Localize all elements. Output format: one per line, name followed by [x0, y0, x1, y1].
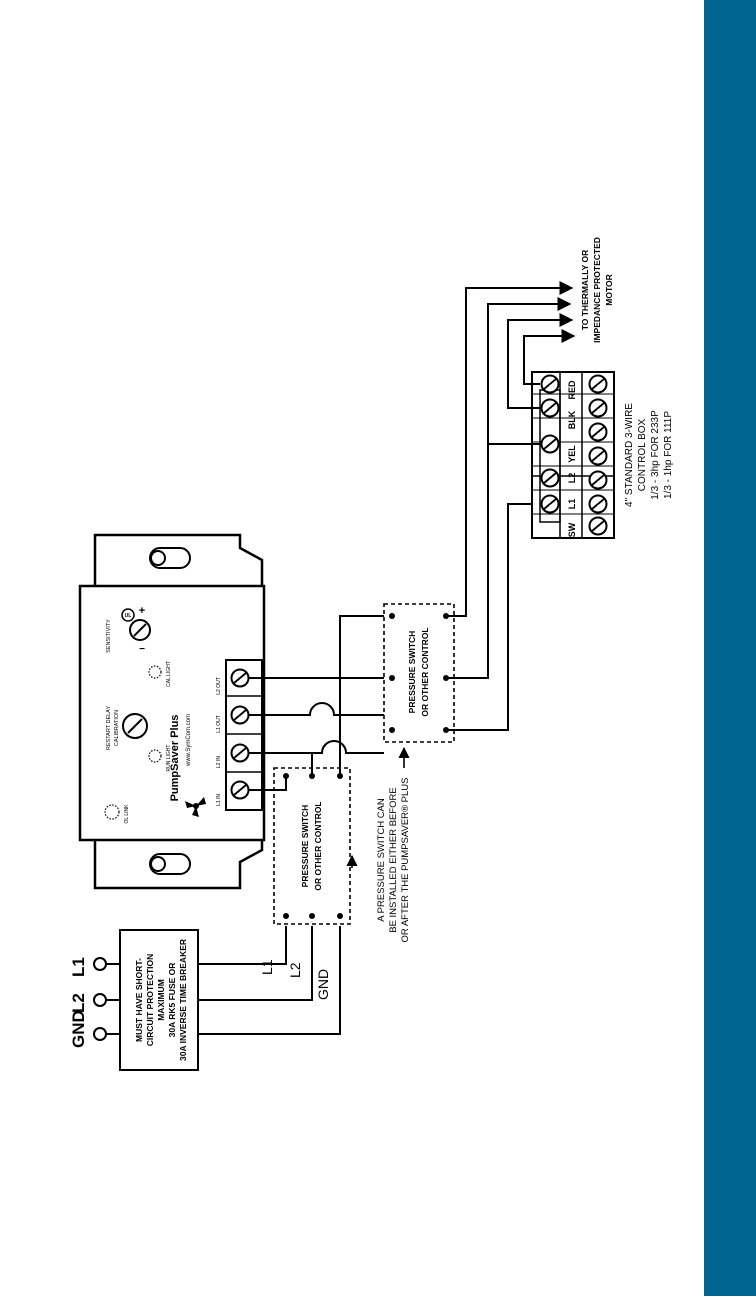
control-box-caption: 4" STANDARD 3-WIRE — [624, 403, 635, 507]
run-light-led — [148, 749, 162, 763]
motor-line: IMPEDANCE PROTECTED — [592, 237, 602, 343]
svg-text:UL: UL — [125, 613, 132, 619]
breaker-text-line: 30A RK5 FUSE OR — [167, 963, 177, 1038]
gnd-wire — [339, 615, 384, 776]
cal-light-led — [148, 665, 162, 679]
unit-web: www.SymCom.com — [186, 714, 192, 767]
plus-symbol: + — [139, 605, 145, 617]
switch-one-line: OR OTHER CONTROL — [313, 801, 323, 890]
wire-label-l2: L2 — [287, 962, 303, 978]
motor-label: TO THERMALLY OR IMPEDANCE PROTECTED MOTO… — [580, 237, 614, 343]
switch-two-line: OR OTHER CONTROL — [420, 627, 430, 716]
pumpsaver-unit: L1 IN L2 IN L1 OUT L2 OUT OL LINK RUN LI… — [78, 533, 266, 890]
supply-terminal-label: GND — [69, 1010, 88, 1048]
breaker-box: MUST HAVE SHORT- CIRCUIT PROTECTION MAXI… — [119, 929, 199, 1071]
side-stripe — [704, 0, 756, 1296]
motor-leads — [487, 281, 576, 445]
unit-brand: PumpSaver Plus — [169, 715, 181, 802]
supply-terminal-label: L2 — [69, 993, 88, 1013]
unit-small-label: SENSITIVITY — [106, 619, 112, 653]
wire-label-l1: L1 — [259, 959, 275, 975]
supply-terminal-label: L1 — [69, 957, 88, 977]
installation-note: A PRESSURE SWITCH CAN BE INSTALLED EITHE… — [346, 746, 411, 943]
breaker-text-line: MUST HAVE SHORT- — [134, 958, 144, 1042]
switch-one-line: PRESSURE SWITCH — [300, 805, 310, 888]
control-box-terminal: BLK — [567, 410, 577, 429]
unit-small-label: CALIBRATION — [114, 710, 120, 746]
note-line: A PRESSURE SWITCH CAN — [376, 798, 387, 922]
unit-terminal-label: L1 IN — [216, 794, 222, 806]
pressure-switch-two: PRESSURE SWITCH OR OTHER CONTROL — [383, 603, 455, 743]
note-line: OR AFTER THE PUMPSAVER® PLUS — [400, 777, 411, 942]
minus-symbol: − — [139, 644, 145, 655]
unit-terminal-label: L1 OUT — [216, 715, 222, 733]
breaker-text-line: 30A INVERSE TIME BREAKER — [178, 939, 188, 1061]
switch-two-line: PRESSURE SWITCH — [407, 631, 417, 714]
control-box: SW L1 L2 YEL BLK RED 4" STANDARD 3-WIRE … — [531, 371, 674, 539]
ul-mark-icon — [121, 608, 135, 622]
breaker-text-line: CIRCUIT PROTECTION — [145, 954, 155, 1047]
unit-small-label: OL LINK — [124, 804, 130, 824]
control-box-caption: 1/3 - 3hp FOR 233P — [650, 410, 661, 500]
unit-terminal-label: L2 IN — [216, 756, 222, 768]
control-box-terminal: L2 — [567, 473, 577, 484]
wiring-diagram: GND L2 L1 MUST HAVE SHORT- CIRCUIT PROTE… — [69, 237, 674, 1071]
control-box-terminal: RED — [567, 380, 577, 400]
breaker-text-line: MAXIMUM — [156, 979, 166, 1021]
wiring-diagram-svg: GND L2 L1 MUST HAVE SHORT- CIRCUIT PROTE… — [69, 237, 674, 1071]
supply-terminals: GND L2 L1 — [69, 957, 107, 1048]
unit-small-label: RESTART DELAY — [106, 706, 112, 751]
motor-line: MOTOR — [604, 274, 614, 305]
note-line: BE INSTALLED EITHER BEFORE — [388, 787, 399, 933]
unit-small-label: CAL LIGHT — [166, 661, 172, 687]
ol-link-led — [104, 804, 120, 820]
control-box-terminal: L1 — [567, 499, 577, 510]
unit-to-switch-two-wires — [248, 677, 384, 754]
pressure-switch-one: PRESSURE SWITCH OR OTHER CONTROL — [273, 767, 351, 925]
control-box-caption: 1/3 - 1hp FOR 111P — [663, 411, 674, 499]
motor-line: TO THERMALLY OR — [580, 250, 590, 331]
control-box-terminal: YEL — [567, 445, 577, 463]
unit-terminal-label: L2 OUT — [216, 677, 222, 695]
supply-wires — [106, 926, 341, 1035]
propeller-logo-icon — [185, 797, 206, 817]
control-box-caption: CONTROL BOX — [637, 418, 648, 491]
control-box-terminal: SW — [567, 522, 577, 537]
unit-small-label: RUN LIGHT — [166, 745, 172, 772]
wire-label-gnd: GND — [315, 969, 331, 1000]
